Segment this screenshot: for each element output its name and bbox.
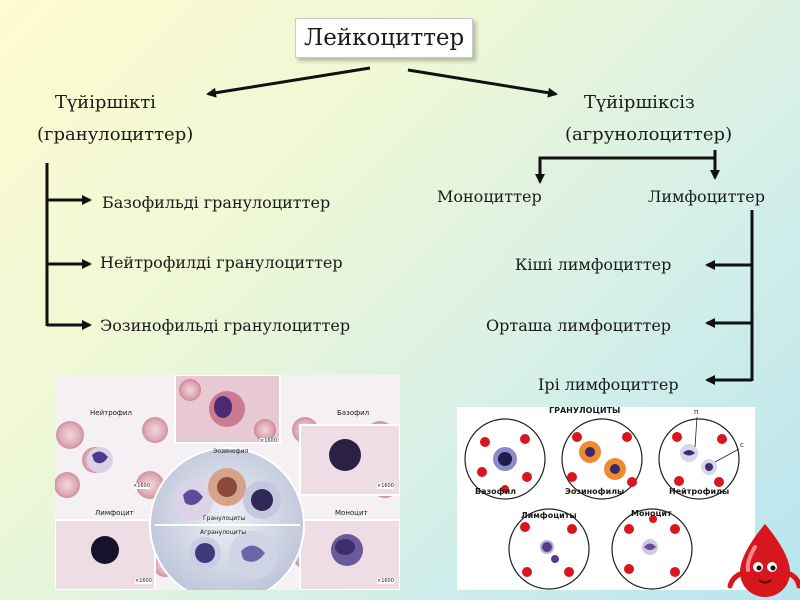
blood-drop-mascot-icon [727, 524, 800, 597]
arrow-to-agranular [407, 68, 558, 98]
diagram-heading: ГРАНУЛОЦИТЫ [549, 407, 621, 415]
agranulocytes-label: (агрунолоциттер) [565, 124, 733, 145]
monocyte-caption: Моноцит [335, 509, 368, 517]
neutrophil-granulocytes-item: Нейтрофилді гранулоциттер [100, 253, 343, 272]
agranulocytes-caption: Агранулоциты [200, 529, 246, 536]
lymphocytes-label: Лимфоциттер [648, 187, 765, 206]
microscopy-image: Нейтрофил Эозинофил Базофил Лимфоцит Мон… [55, 375, 400, 590]
arrow-to-granular [206, 66, 371, 98]
diagram-neutrophils-label: Нейтрофилы [669, 487, 730, 496]
scale-label-bottom-left: ×1600 [135, 578, 152, 584]
eosinophil-caption: Эозинофил [213, 448, 249, 455]
diagram-lymphocytes-label: Лимфоциты [521, 511, 577, 520]
granulocytes-caption: Гранулоциты [203, 515, 246, 522]
basophil-caption: Базофил [337, 409, 370, 417]
medium-lymphocytes-item: Орташа лимфоциттер [486, 316, 672, 335]
agranular-label: Түйіршіксіз [584, 92, 695, 113]
diagram-basophil-label: Базофил [475, 487, 517, 496]
basophil-granulocytes-item: Базофильді гранулоциттер [102, 193, 331, 212]
diagram-mark-p: п [694, 408, 699, 416]
granulocytes-diagram: ГРАНУЛОЦИТЫ Базофил Эозинофилы Нейтрофил… [457, 407, 755, 590]
granular-label: Түйіршікті [55, 92, 156, 113]
diagram-monocyte-label: Моноцит [631, 509, 672, 518]
granulocytes-label: (гранулоциттер) [37, 124, 194, 145]
scale-label-bottom-right: ×1600 [377, 578, 394, 584]
diagram-eosinophils-label: Эозинофилы [565, 487, 625, 496]
lymphocyte-caption: Лимфоцит [95, 509, 134, 517]
monocytes-label: Моноциттер [437, 187, 542, 206]
scale-label-top: ×1600 [260, 438, 277, 444]
scale-label-right: ×1600 [377, 483, 394, 489]
small-lymphocytes-item: Кіші лимфоциттер [515, 255, 672, 274]
large-lymphocytes-item: Ірі лимфоциттер [538, 375, 679, 394]
scale-label-left: ×1600 [133, 483, 150, 489]
diagram-mark-s: с [740, 441, 744, 449]
page-title: Лейкоциттер [295, 18, 474, 58]
eosinophil-granulocytes-item: Эозинофильді гранулоциттер [100, 316, 351, 335]
neutrophil-caption: Нейтрофил [90, 409, 132, 417]
